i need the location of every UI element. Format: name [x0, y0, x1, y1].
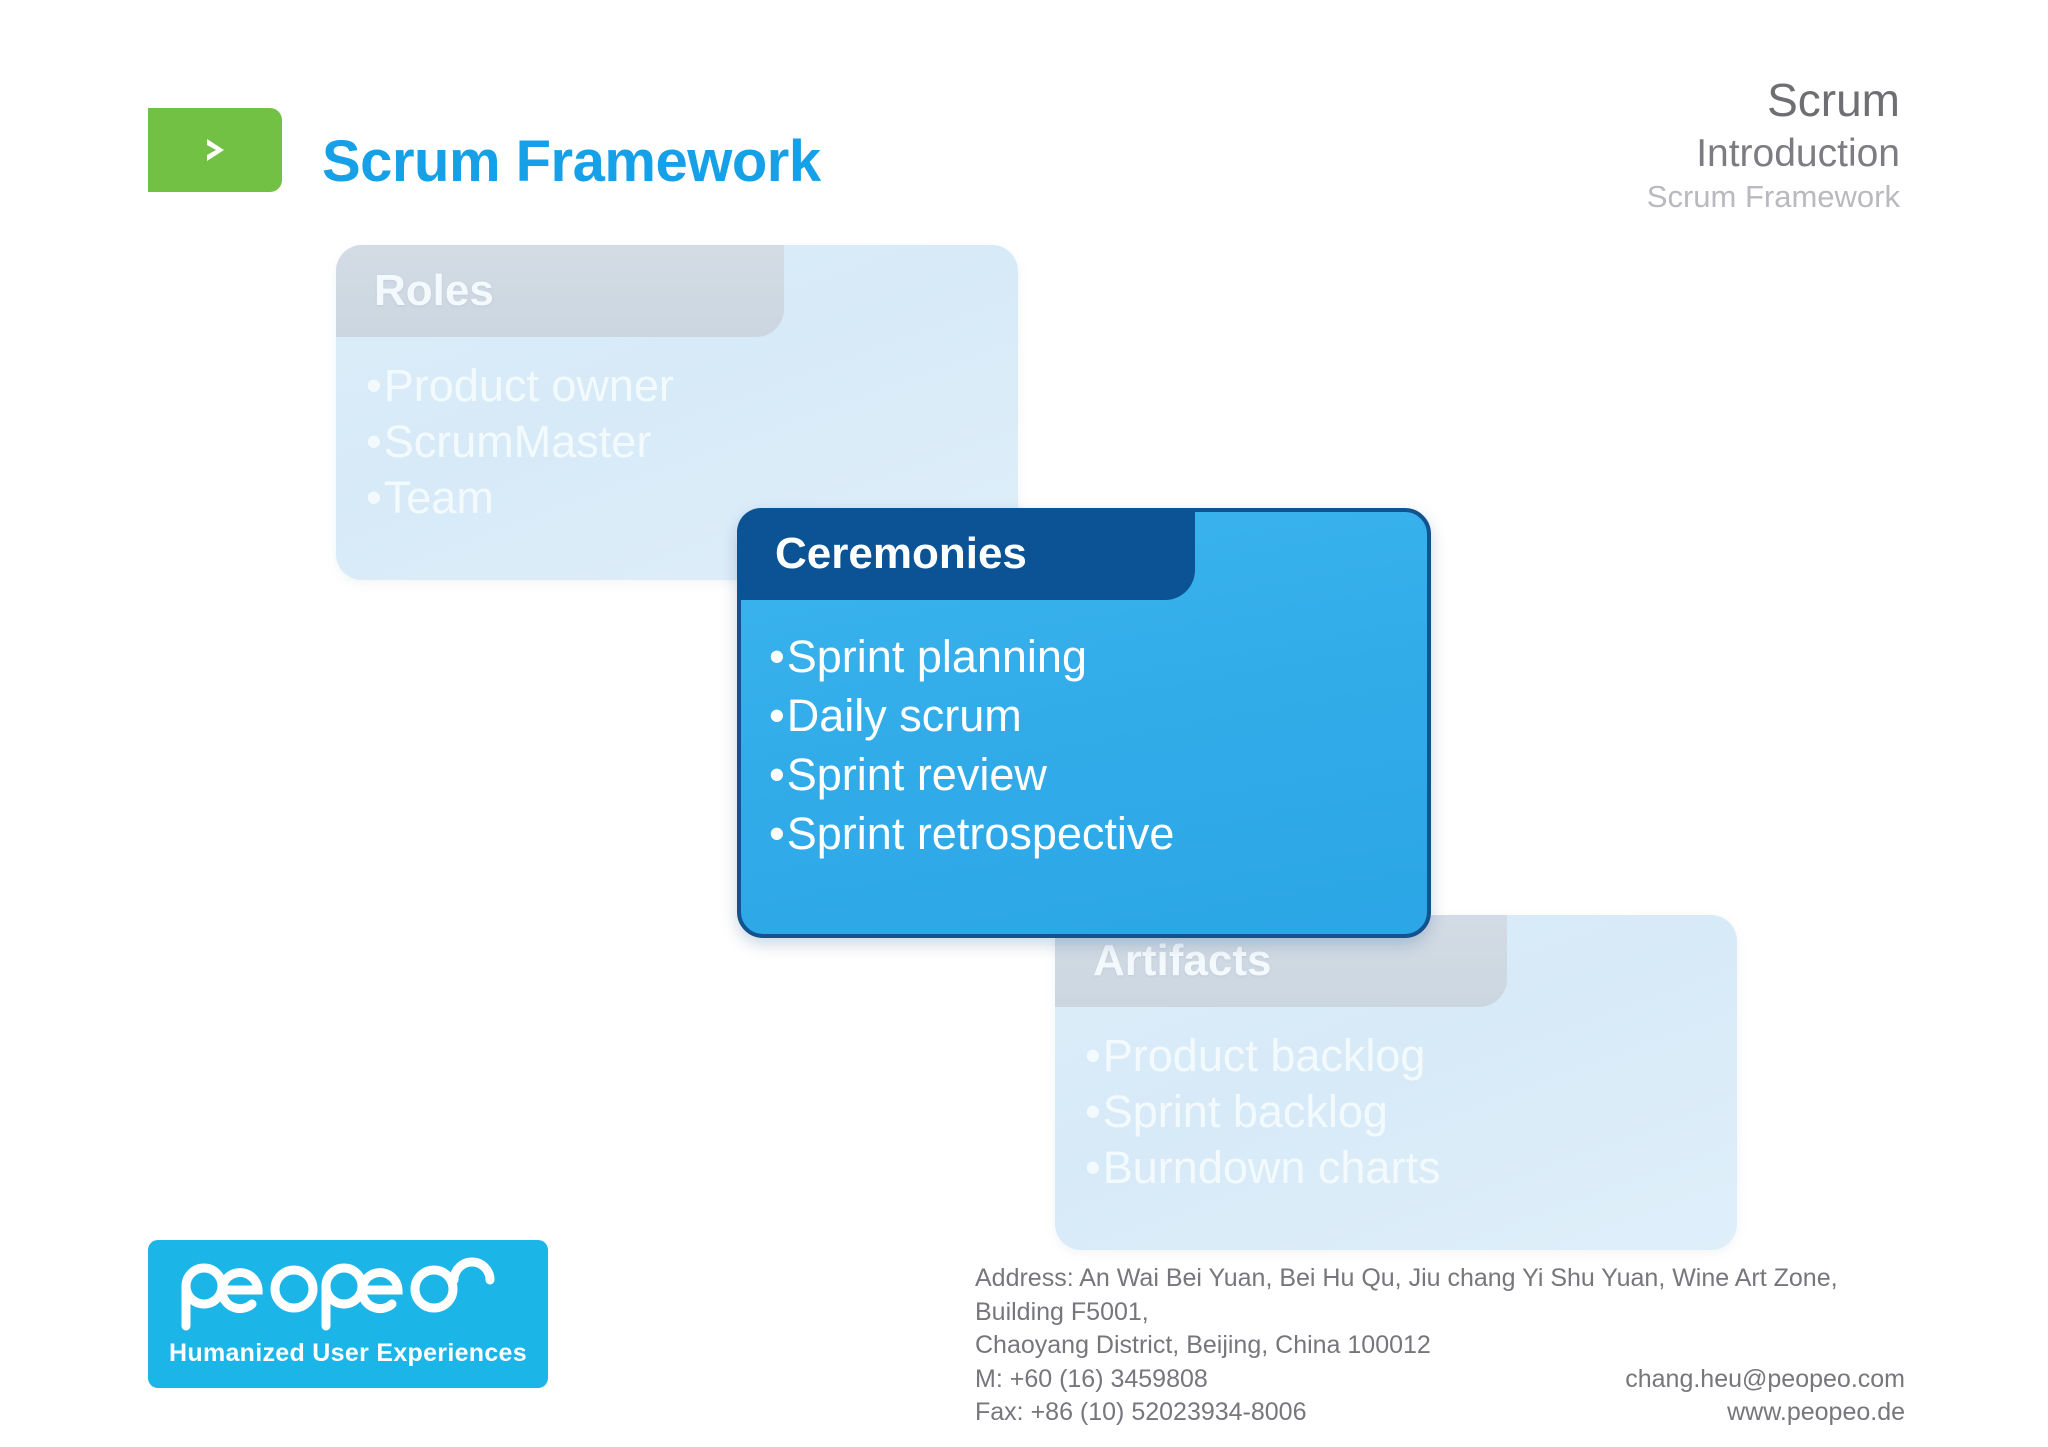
- card-roles-list: •Product owner •ScrumMaster •Team: [366, 363, 1006, 531]
- list-item-label: Sprint backlog: [1102, 1086, 1388, 1137]
- list-item-label: Burndown charts: [1102, 1142, 1441, 1193]
- card-roles-title: Roles: [374, 266, 494, 315]
- list-item-label: Product owner: [383, 360, 674, 411]
- list-item: •Sprint planning: [769, 634, 1411, 679]
- card-artifacts[interactable]: Artifacts •Product backlog •Sprint backl…: [1055, 915, 1737, 1250]
- list-item: •Sprint review: [769, 752, 1411, 797]
- list-item: •Daily scrum: [769, 693, 1411, 738]
- card-artifacts-list: •Product backlog •Sprint backlog •Burndo…: [1085, 1033, 1725, 1201]
- list-item: •Burndown charts: [1085, 1145, 1725, 1190]
- bullet-glyph: •: [769, 631, 785, 682]
- slide-header: Scrum Framework Scrum Introduction Scrum…: [0, 0, 2048, 260]
- card-artifacts-title: Artifacts: [1093, 936, 1272, 985]
- bullet-glyph: •: [1085, 1142, 1101, 1193]
- fax-number: Fax: +86 (10) 52023934-8006: [975, 1398, 1307, 1426]
- chevron-right-icon: [195, 130, 235, 170]
- breadcrumb-level-2: Introduction: [1696, 131, 1900, 175]
- card-ceremonies-header: Ceremonies: [737, 508, 1195, 600]
- card-ceremonies[interactable]: Ceremonies •Sprint planning •Daily scrum…: [737, 508, 1431, 938]
- list-item: •ScrumMaster: [366, 419, 1006, 464]
- address-line-2: Chaoyang District, Beijing, China 100012: [975, 1331, 1431, 1359]
- breadcrumb-level-3: Scrum Framework: [1646, 179, 1900, 215]
- bullet-glyph: •: [1085, 1086, 1101, 1137]
- list-item-label: Sprint planning: [786, 631, 1087, 682]
- list-item: •Team: [366, 475, 1006, 520]
- peopeo-wordmark-icon: [174, 1256, 522, 1332]
- bullet-glyph: •: [769, 808, 785, 859]
- card-ceremonies-list: •Sprint planning •Daily scrum •Sprint re…: [769, 634, 1411, 870]
- list-item-label: Team: [383, 472, 494, 523]
- list-item-label: ScrumMaster: [383, 416, 652, 467]
- contact-row-phone: M: +60 (16) 3459808 chang.heu@peopeo.com: [975, 1363, 1905, 1397]
- peopeo-logo: Humanized User Experiences: [148, 1240, 548, 1388]
- footer-contact: Address: An Wai Bei Yuan, Bei Hu Qu, Jiu…: [975, 1262, 1905, 1430]
- address-line-1: Address: An Wai Bei Yuan, Bei Hu Qu, Jiu…: [975, 1264, 1838, 1326]
- breadcrumb-level-1: Scrum: [1767, 74, 1900, 126]
- logo-tagline: Humanized User Experiences: [169, 1339, 527, 1367]
- bullet-glyph: •: [366, 416, 382, 467]
- email-address[interactable]: chang.heu@peopeo.com: [1625, 1364, 1905, 1393]
- title-badge: [148, 108, 282, 192]
- card-roles[interactable]: Roles •Product owner •ScrumMaster •Team: [336, 245, 1018, 580]
- bullet-glyph: •: [366, 472, 382, 523]
- page-title: Scrum Framework: [322, 129, 821, 194]
- list-item-label: Daily scrum: [786, 690, 1022, 741]
- bullet-glyph: •: [769, 749, 785, 800]
- list-item: •Sprint backlog: [1085, 1089, 1725, 1134]
- list-item-label: Sprint review: [786, 749, 1047, 800]
- list-item-label: Sprint retrospective: [786, 808, 1175, 859]
- card-roles-header: Roles: [336, 245, 784, 337]
- phone-number: M: +60 (16) 3459808: [975, 1364, 1208, 1393]
- bullet-glyph: •: [769, 690, 785, 741]
- contact-row-fax: Fax: +86 (10) 52023934-8006 www.peopeo.d…: [975, 1396, 1905, 1430]
- bullet-glyph: •: [366, 360, 382, 411]
- list-item: •Sprint retrospective: [769, 811, 1411, 856]
- list-item-label: Product backlog: [1102, 1030, 1426, 1081]
- list-item: •Product owner: [366, 363, 1006, 408]
- list-item: •Product backlog: [1085, 1033, 1725, 1078]
- website-url[interactable]: www.peopeo.de: [1727, 1398, 1905, 1426]
- breadcrumb: Scrum Introduction Scrum Framework: [1647, 76, 1900, 214]
- card-ceremonies-title: Ceremonies: [775, 529, 1027, 578]
- bullet-glyph: •: [1085, 1030, 1101, 1081]
